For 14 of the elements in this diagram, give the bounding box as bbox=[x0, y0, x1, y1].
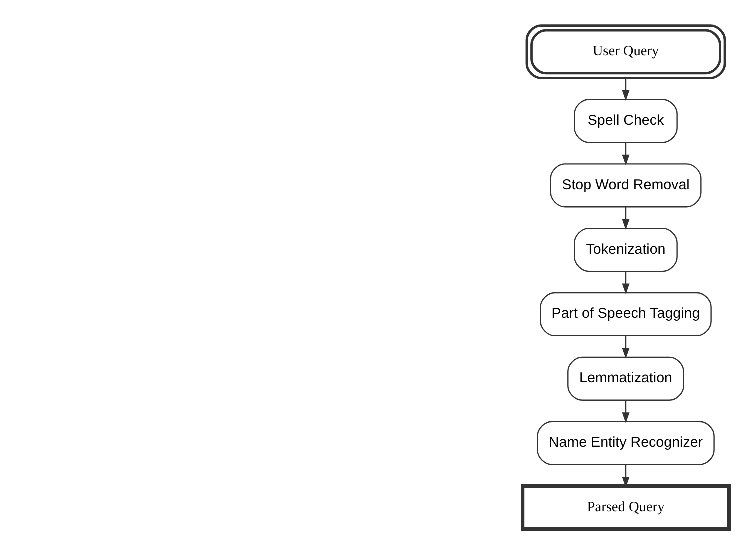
arrow bbox=[622, 336, 630, 359]
node-box: Tokenization bbox=[574, 228, 678, 272]
arrow bbox=[622, 400, 630, 424]
arrow bbox=[622, 272, 630, 294]
node-box: User Query bbox=[526, 24, 726, 80]
node-box: Name Entity Recognizer bbox=[537, 421, 715, 466]
arrow bbox=[622, 143, 630, 166]
node-box: Part of Speech Tagging bbox=[540, 292, 712, 337]
node-box: Lemmatization bbox=[568, 356, 684, 401]
node-box: Stop Word Removal bbox=[550, 164, 702, 208]
node-box: Spell Check bbox=[574, 99, 678, 144]
arrow bbox=[622, 207, 630, 230]
arrow bbox=[622, 78, 630, 102]
node-box: Parsed Query bbox=[521, 484, 731, 532]
